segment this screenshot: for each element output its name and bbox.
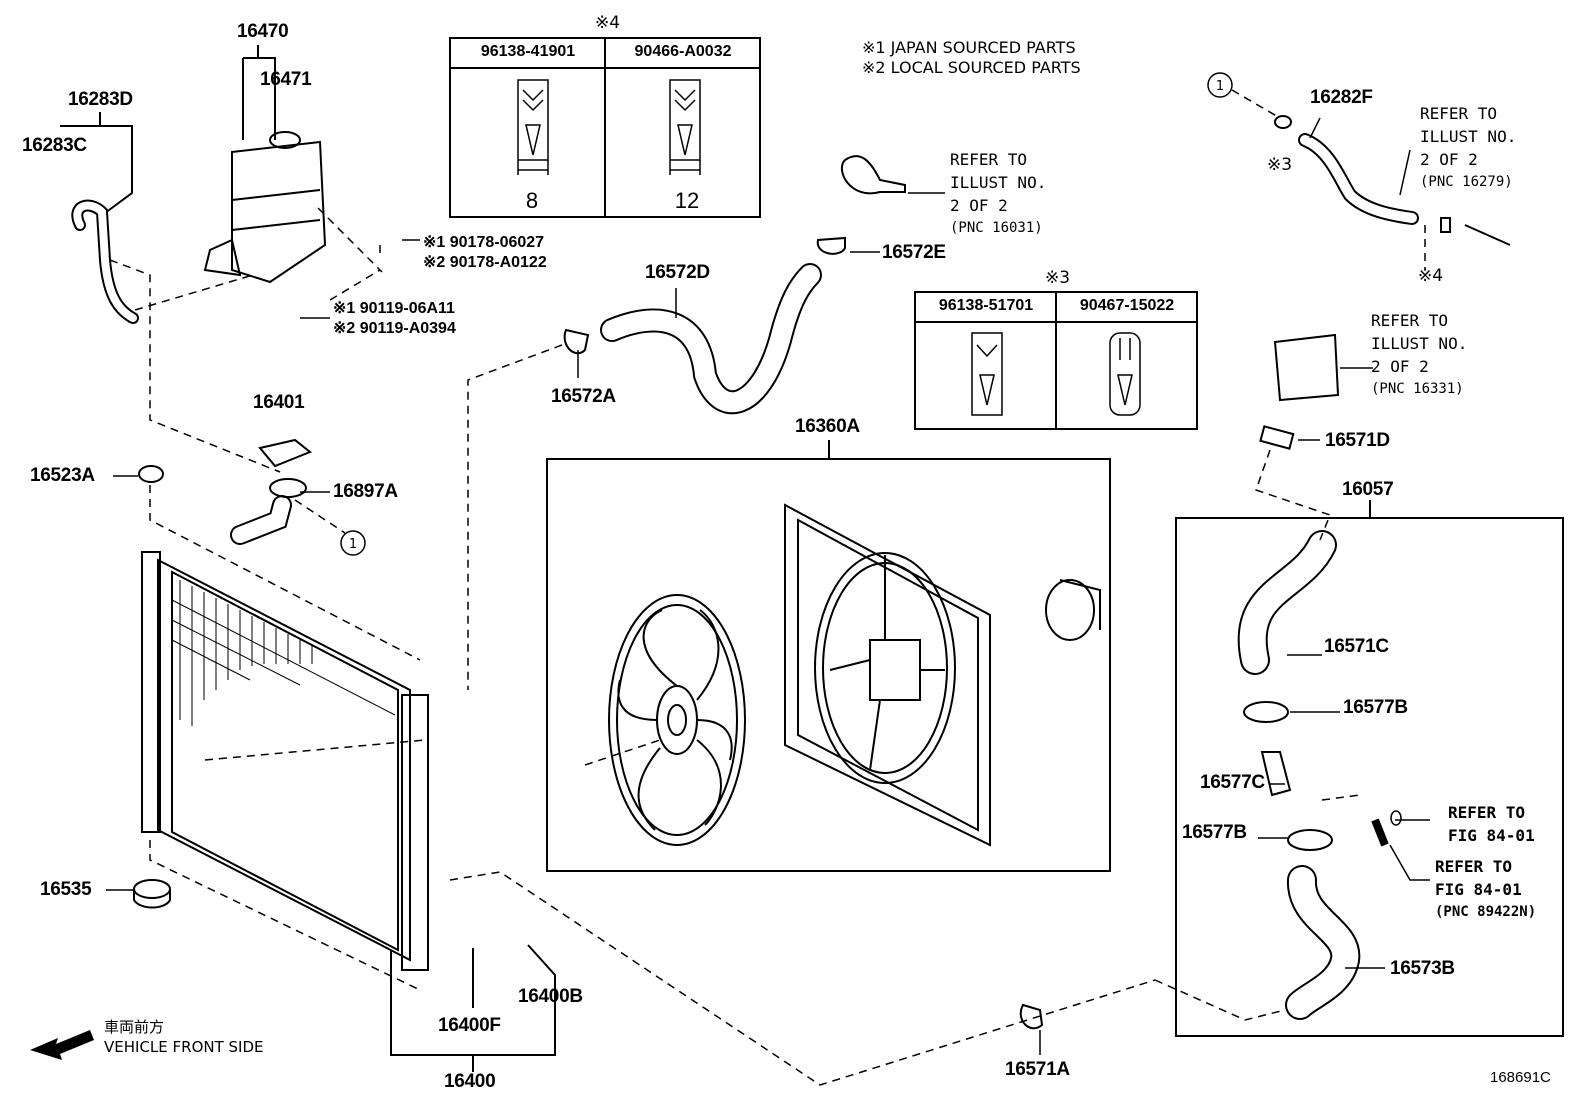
circle-ref-label-radiator: 1 (349, 537, 357, 552)
refer-note-fig-84-01-lower: REFER TO FIG 84-01 (PNC 89422N) (1435, 857, 1537, 920)
part-label-16577C: 16577C (1200, 772, 1265, 793)
part-label-16057: 16057 (1342, 479, 1394, 500)
table-4-part-1: 96138-41901 (480, 43, 576, 60)
vehicle-front-label-en: VEHICLE FRONT SIDE (104, 1038, 264, 1056)
table-3-part-2: 90467-15022 (1079, 297, 1175, 314)
cap-and-clamp-drawings (133, 115, 1511, 1030)
solid-leaders (106, 117, 1430, 1055)
vehicle-front-label-jp: 車両前方 (104, 1018, 165, 1036)
part-label-16282F: 16282F (1310, 87, 1373, 108)
fan-drawing (608, 594, 746, 846)
fastener-nut-local: ※2 90178-A0122 (423, 254, 547, 271)
table-4-mark: ※4 (595, 13, 621, 33)
part-label-16577B-lower: 16577B (1182, 822, 1247, 843)
shroud-drawing (784, 503, 1101, 847)
fastener-bolt-local: ※2 90119-A0394 (333, 320, 456, 337)
hose-drawings (71, 133, 1419, 1020)
part-label-16571A: 16571A (1005, 1059, 1070, 1080)
clamp-drawing-2 (669, 79, 701, 161)
part-label-16535: 16535 (40, 879, 92, 900)
table-3-mark: ※3 (1045, 268, 1071, 288)
legend-local-sourced: ※2 LOCAL SOURCED PARTS (862, 58, 1081, 77)
mark-4-clamp: ※4 (1418, 266, 1444, 286)
table-4-size-1: 8 (525, 188, 539, 213)
part-label-16471: 16471 (260, 69, 312, 90)
reservoir-tank-drawing (203, 131, 327, 284)
part-label-16523A: 16523A (30, 465, 95, 486)
refer-note-pnc-16331: REFER TO ILLUST NO. 2 OF 2 (PNC 16331) (1371, 311, 1468, 397)
fastener-bolt-japan: ※1 90119-06A11 (333, 300, 455, 317)
part-label-16572A: 16572A (551, 386, 616, 407)
refer-note-fig-84-01-upper: REFER TO FIG 84-01 (1448, 803, 1535, 845)
circle-refs (340, 72, 1233, 556)
part-label-16283D: 16283D (68, 89, 133, 110)
part-label-16400: 16400 (444, 1071, 496, 1092)
mark-3-clamp: ※3 (1267, 155, 1293, 175)
part-label-16572D: 16572D (645, 262, 710, 283)
vehicle-front-arrow-icon (30, 1030, 94, 1060)
table-3-part-1: 96138-51701 (938, 297, 1034, 314)
part-label-16577B-upper: 16577B (1343, 697, 1408, 718)
illustration-code: 168691C (1490, 1069, 1551, 1086)
clamp-drawing-1 (517, 79, 549, 161)
table-4-part-2: 90466-A0032 (634, 43, 732, 60)
part-label-16400B: 16400B (518, 986, 583, 1007)
part-label-16897A: 16897A (333, 481, 398, 502)
part-label-16400F: 16400F (438, 1015, 501, 1036)
clamp-drawing-4 (1109, 332, 1141, 416)
clamp-drawings (517, 79, 1141, 416)
fastener-nut-japan: ※1 90178-06027 (423, 234, 545, 251)
part-label-16573B: 16573B (1390, 958, 1455, 979)
part-label-16571D: 16571D (1325, 430, 1390, 451)
radiator-drawing (141, 551, 429, 971)
part-label-16283C: 16283C (22, 135, 87, 156)
dashed-leaders (109, 89, 1426, 1086)
part-label-16470: 16470 (237, 21, 289, 42)
refer-note-pnc-16279: REFER TO ILLUST NO. 2 OF 2 (PNC 16279) (1420, 104, 1517, 190)
legend-japan-sourced: ※1 JAPAN SOURCED PARTS (862, 38, 1076, 57)
table-4-size-2: 12 (674, 188, 700, 213)
part-label-16401: 16401 (253, 392, 305, 413)
part-label-16360A: 16360A (795, 416, 860, 437)
part-label-16571C: 16571C (1324, 636, 1389, 657)
part-label-16572E: 16572E (882, 242, 946, 263)
circle-ref-label-top: 1 (1216, 79, 1224, 94)
fan-assembly-box (546, 458, 1111, 872)
refer-note-pnc-16031: REFER TO ILLUST NO. 2 OF 2 (PNC 16031) (950, 150, 1047, 236)
clamp-drawing-3 (971, 332, 1003, 416)
